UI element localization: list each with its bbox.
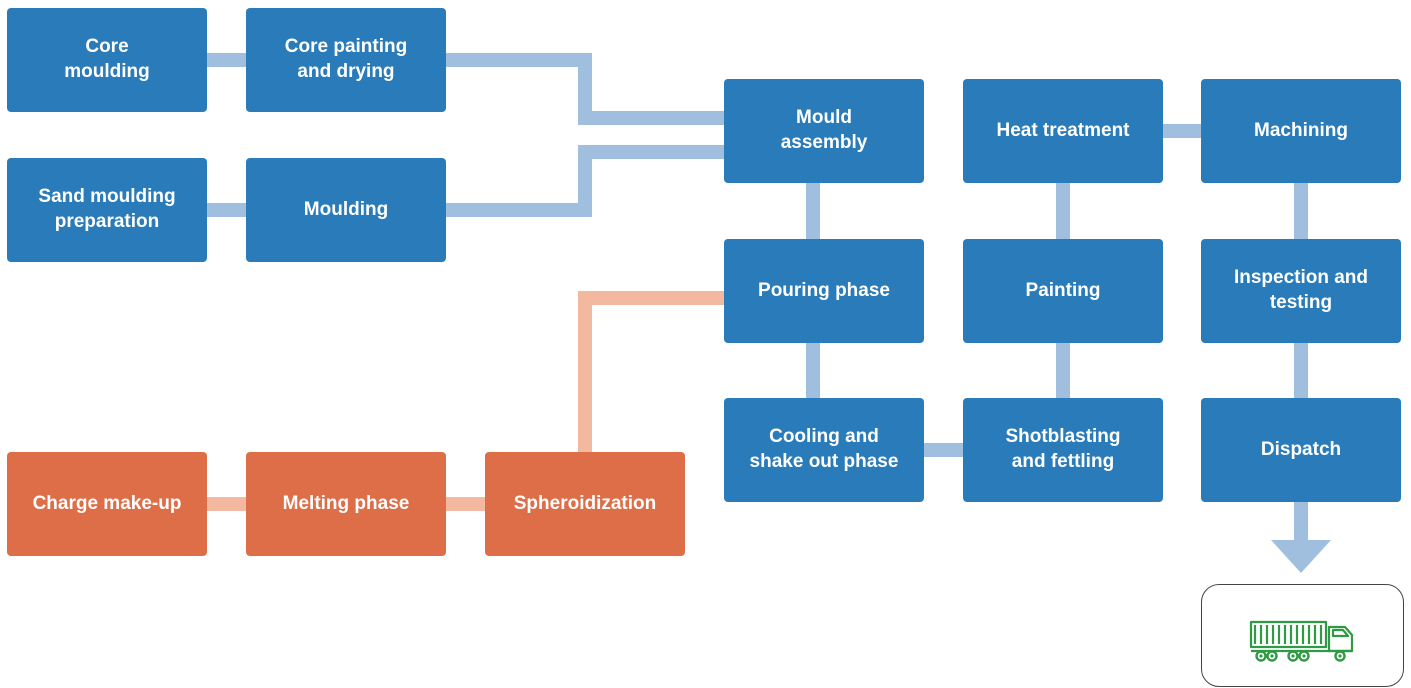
node-charge-make-up: Charge make-up [7,452,207,556]
node-sand-moulding-preparation: Sand moulding preparation [7,158,207,262]
node-core-moulding: Core moulding [7,8,207,112]
node-mould-assembly: Mould assembly [724,79,924,183]
node-heat-treatment: Heat treatment [963,79,1163,183]
connector-spheroidization-to-pouring [578,291,725,453]
node-core-painting-and-drying: Core painting and drying [246,8,446,112]
dispatch-arrow-head [1271,540,1331,573]
node-spheroidization: Spheroidization [485,452,685,556]
connector-moulding-to-assembly [446,145,725,217]
node-inspection-and-testing: Inspection and testing [1201,239,1401,343]
node-cooling-and-shake-out: Cooling and shake out phase [724,398,924,502]
connector-core-painting-to-assembly [446,53,725,125]
node-moulding: Moulding [246,158,446,262]
node-machining: Machining [1201,79,1401,183]
node-dispatch: Dispatch [1201,398,1401,502]
node-melting-phase: Melting phase [246,452,446,556]
node-pouring-phase: Pouring phase [724,239,924,343]
node-shotblasting-and-fettling: Shotblasting and fettling [963,398,1163,502]
dispatch-truck-box [1201,584,1404,687]
node-painting: Painting [963,239,1163,343]
truck-icon [1249,620,1354,662]
